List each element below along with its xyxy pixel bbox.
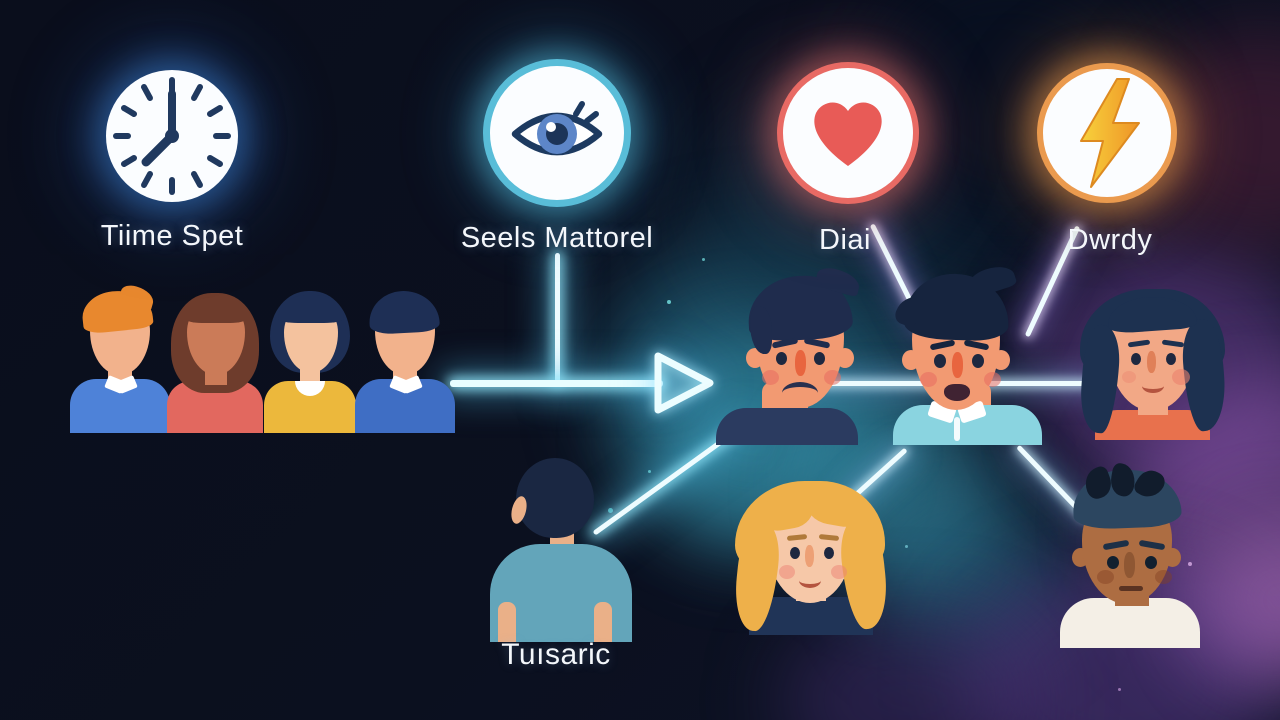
sparkle-dot bbox=[905, 545, 908, 548]
cheek-blush bbox=[1172, 369, 1190, 385]
eye bbox=[1131, 353, 1141, 365]
eye bbox=[824, 547, 834, 559]
nose bbox=[952, 352, 963, 378]
viewer-worried-man-dark-shirt bbox=[700, 265, 870, 445]
hair-fringe bbox=[185, 297, 247, 323]
beam-eye-down bbox=[555, 253, 560, 383]
sparkle-dot bbox=[608, 508, 613, 513]
metric-label-views: Seels Mattorel bbox=[460, 222, 654, 254]
hair-fringe bbox=[278, 295, 344, 323]
eye bbox=[790, 547, 800, 559]
viewer-blonde-woman bbox=[731, 475, 891, 635]
clock-face bbox=[113, 77, 231, 195]
sparkle-dot bbox=[648, 470, 651, 473]
eye-icon bbox=[483, 59, 631, 207]
eye bbox=[814, 352, 825, 365]
heart-icon bbox=[777, 62, 919, 204]
mouth-smile bbox=[799, 573, 821, 588]
eye bbox=[1145, 556, 1157, 569]
observer-label: Tuısaric bbox=[501, 638, 611, 671]
eye bbox=[934, 354, 946, 368]
arm bbox=[594, 602, 612, 642]
eye bbox=[1166, 353, 1176, 365]
mouth-frown bbox=[782, 382, 818, 404]
eye-glyph bbox=[511, 101, 603, 156]
cheek-blush bbox=[1097, 570, 1114, 584]
sparkle-dot bbox=[1188, 562, 1192, 566]
sparkle-dot bbox=[667, 300, 671, 304]
nose bbox=[1124, 552, 1135, 578]
nose bbox=[795, 350, 806, 376]
shirt bbox=[1095, 410, 1210, 440]
hair bbox=[367, 289, 441, 335]
lightning-glyph bbox=[1080, 78, 1140, 188]
cheek-blush bbox=[762, 370, 779, 385]
cheek-blush bbox=[920, 372, 937, 387]
clock-icon bbox=[106, 70, 238, 202]
shirt bbox=[1060, 598, 1200, 648]
mouth-neutral bbox=[1119, 586, 1143, 591]
head-back bbox=[516, 458, 594, 538]
nose bbox=[805, 545, 814, 567]
eye bbox=[972, 354, 984, 368]
lightning-icon bbox=[1037, 63, 1177, 203]
sparkle-dot bbox=[702, 258, 705, 261]
collar bbox=[295, 381, 325, 396]
audience-member-bob-hair-woman bbox=[258, 283, 363, 433]
audience-member-orange-hair-man bbox=[68, 282, 173, 433]
cheek-blush bbox=[1155, 570, 1172, 584]
shirt bbox=[716, 408, 858, 445]
nose bbox=[1147, 351, 1156, 373]
audience-member-navy-hair-man bbox=[353, 283, 458, 433]
flow-arrow-head bbox=[654, 352, 714, 414]
metric-label-time: Tiime Spet bbox=[100, 220, 244, 252]
flow-arrow-line bbox=[450, 380, 663, 387]
cheek-blush bbox=[984, 372, 1001, 387]
arm bbox=[498, 602, 516, 642]
viewer-long-hair-woman bbox=[1078, 285, 1228, 440]
metric-label-likes: Diai bbox=[819, 224, 871, 256]
cheek-blush bbox=[824, 370, 841, 385]
viewer-worried-man-cyan-shirt bbox=[885, 261, 1050, 445]
heart-glyph bbox=[814, 102, 882, 166]
cheek-blush bbox=[831, 565, 847, 579]
hair bbox=[750, 306, 772, 354]
eye bbox=[1107, 556, 1119, 569]
mouth-smile bbox=[1142, 379, 1164, 393]
audience-member-brown-hair-woman bbox=[163, 283, 268, 433]
cheek-blush bbox=[1122, 371, 1136, 383]
eye bbox=[776, 352, 787, 365]
metric-label-energy: Dwrdy bbox=[1067, 224, 1153, 256]
mouth-open bbox=[944, 384, 970, 401]
ribbon bbox=[954, 417, 960, 441]
sparkle-dot bbox=[1118, 688, 1121, 691]
observer-back-view bbox=[470, 450, 650, 642]
viewer-dark-skin-man bbox=[1055, 462, 1205, 648]
cheek-blush bbox=[779, 565, 795, 579]
